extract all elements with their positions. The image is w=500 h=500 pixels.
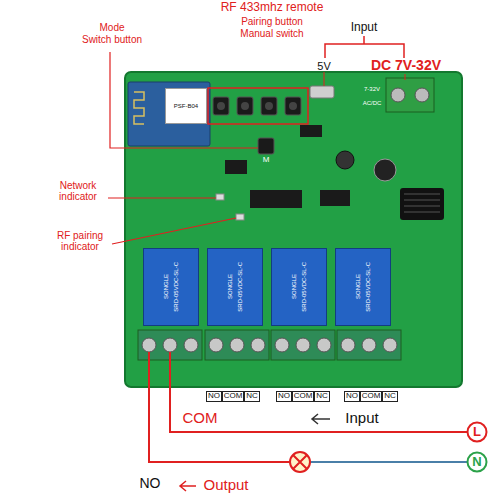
pin-cell: COM [292, 391, 314, 402]
wifi-module [128, 82, 210, 146]
mode-button [258, 138, 274, 154]
indicator-label: RF pairing indicator [51, 230, 109, 252]
output-arrow [180, 481, 196, 491]
dc-leader [405, 74, 406, 80]
terminal-screws [142, 338, 397, 352]
terminal-circle [468, 453, 487, 472]
mode-leader [110, 52, 258, 148]
com-wire [170, 352, 468, 432]
relay: SONGLESRD-05VDC-SL-C [335, 248, 391, 326]
wire-label: Output [191, 477, 261, 494]
lamp-cross [293, 455, 307, 469]
indicator-label: Network indicator [49, 180, 107, 202]
pairing-label: Pairing button [192, 16, 352, 27]
pin-cell: NO [344, 391, 360, 402]
mode-label: Mode [67, 22, 157, 33]
silkscreen: AC/DC [359, 100, 385, 107]
voltage-label: 5V [309, 60, 339, 72]
pin-cell: NC [244, 391, 260, 402]
remote-label: RF 433mhz remote [192, 1, 352, 14]
switch-label: Switch button [67, 34, 157, 45]
regulator [300, 125, 322, 137]
relay-marking: SONGLE [227, 274, 234, 299]
ic-chip [225, 160, 247, 174]
terminal-screws [391, 88, 429, 102]
node-text: L [473, 425, 481, 439]
ic-chip [320, 190, 350, 206]
pin-cell: NC [382, 391, 398, 402]
input-bracket [325, 44, 404, 58]
neutral-wire [310, 461, 468, 463]
module-antenna [134, 92, 144, 124]
relay-marking: SRD-05VDC-SL-C [237, 262, 244, 312]
usb-port [310, 86, 334, 98]
input-label: Input [334, 21, 394, 34]
module-label: PSF-B04 [165, 88, 207, 124]
network-leader [108, 197, 216, 198]
pin-cell: NO [276, 391, 292, 402]
silkscreen: 7-32V [359, 86, 385, 93]
inductor [336, 151, 354, 169]
silkscreen: M [259, 156, 273, 165]
relay-marking: SONGLE [355, 274, 362, 299]
button-caps [217, 102, 297, 110]
relay: SONGLESRD-05VDC-SL-C [271, 248, 327, 326]
terminal-circle [468, 423, 487, 442]
relay-marking: SRD-05VDC-SL-C [173, 262, 180, 312]
line-terminal: L [466, 421, 488, 443]
pin-cell: COM [222, 391, 244, 402]
relay-terminals [138, 330, 401, 360]
relay: SONGLESRD-05VDC-SL-C [207, 248, 263, 326]
usb-leader [324, 72, 325, 86]
input-leader [363, 36, 365, 44]
relay-marking: SONGLE [291, 274, 298, 299]
network-led [216, 194, 224, 200]
relay: SONGLESRD-05VDC-SL-C [143, 248, 199, 326]
relay-marking: SRD-05VDC-SL-C [365, 262, 372, 312]
wire-label: COM [170, 410, 230, 427]
node-text: PSF-B04 [174, 103, 198, 110]
button-frame [208, 88, 308, 124]
pin-cell: NO [206, 391, 222, 402]
input-terminal [386, 78, 434, 112]
wire-label: NO [130, 476, 170, 491]
ic-chip [250, 190, 302, 208]
pcb-board [125, 72, 462, 387]
rf-receiver [400, 188, 444, 220]
neutral-terminal: N [466, 451, 488, 473]
input-arrow [312, 414, 330, 424]
pairing-buttons [213, 97, 301, 115]
relay-marking: SRD-05VDC-SL-C [301, 262, 308, 312]
relay-marking: SONGLE [163, 274, 170, 299]
rf-led [236, 214, 244, 220]
lamp-symbol [290, 452, 310, 472]
node-text: N [472, 455, 481, 469]
capacitor [374, 159, 396, 181]
manual-label: Manual switch [192, 28, 352, 39]
rf-leader [112, 218, 236, 244]
coil [404, 194, 440, 212]
wire-label: Input [332, 410, 392, 427]
voltage-label: DC 7V-32V [356, 58, 456, 73]
pin-cell: COM [360, 391, 382, 402]
pin-cell: NC [314, 391, 330, 402]
